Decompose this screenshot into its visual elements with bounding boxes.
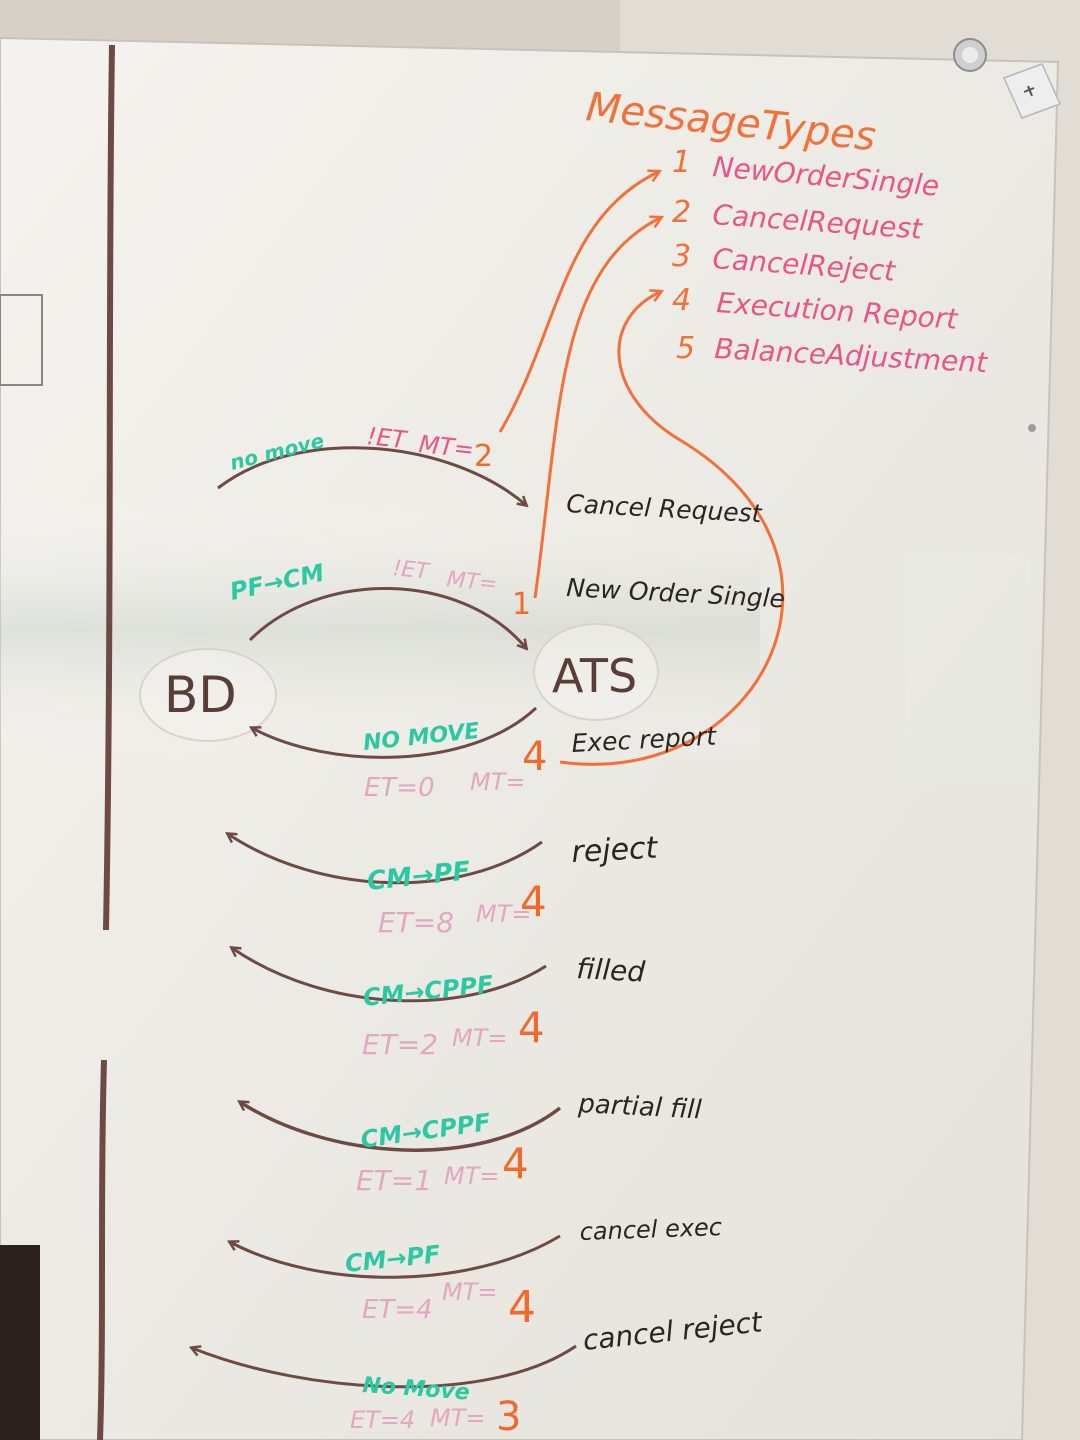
- flow-mt-value: 4: [502, 1139, 529, 1188]
- flow-arrow: [230, 1234, 561, 1279]
- flow-mt-label: MT=: [442, 1278, 497, 1306]
- flow-et: !ET: [391, 556, 431, 585]
- standoff-bolt-icon: [953, 38, 987, 72]
- flow-et: ET=1: [356, 1164, 432, 1197]
- flow-mt-label: MT=: [430, 1404, 485, 1432]
- flow-arrow: [232, 948, 547, 1003]
- margin-line-bottom: [97, 1059, 107, 1440]
- legend-item-1-num: 1: [672, 145, 691, 180]
- window-reflection-right: [905, 555, 1030, 785]
- legend-item-3-num: 3: [672, 239, 691, 274]
- flow-partial-fill: CM→CPPF ET=1 MT= 4 partial fill: [240, 1089, 703, 1197]
- chair-edge: [0, 1245, 40, 1440]
- node-ats-label: ATS: [552, 649, 637, 703]
- flow-description: reject: [571, 830, 660, 870]
- flow-arrow: [192, 1344, 577, 1389]
- flow-et: ET=0: [364, 773, 435, 803]
- flow-mt-value: 2: [474, 439, 493, 474]
- flow-arrow: [228, 834, 543, 885]
- flow-mt-label: MT=: [444, 1162, 499, 1190]
- flow-reject: CM→PF ET=8 MT= 4 reject: [228, 830, 659, 939]
- node-ats: ATS: [533, 623, 659, 721]
- flow-mt-value: 4: [522, 734, 547, 780]
- flow-mt-label: MT=: [452, 1024, 507, 1052]
- pointer-arrow-mt1: [533, 218, 660, 599]
- flow-arrow: [217, 446, 526, 505]
- flow-mt-label: MT=: [476, 900, 531, 928]
- flow-mt-value: 4: [520, 877, 547, 926]
- flow-arrow: [240, 1102, 562, 1152]
- flow-et: ET=2: [362, 1028, 438, 1061]
- flow-description: partial fill: [577, 1089, 703, 1126]
- board-pin: [1028, 424, 1036, 432]
- flow-et: ET=4: [350, 1406, 415, 1434]
- flow-mt-value: 1: [512, 587, 531, 622]
- legend-item-2-num: 2: [672, 195, 691, 230]
- node-bd: BD: [139, 648, 277, 742]
- flow-mt-value: 4: [508, 1282, 536, 1333]
- window-reflection: [0, 495, 760, 765]
- flow-et: ET=8: [378, 906, 454, 939]
- flow-exec-report: NO MOVE ET=0 MT= 4 Exec report: [252, 706, 718, 803]
- flow-description: filled: [576, 952, 647, 989]
- flow-description: cancel exec: [579, 1213, 722, 1246]
- legend-item-4-num: 4: [672, 283, 691, 318]
- brand-logo-icon: [1002, 63, 1062, 119]
- wall-switch-outline: [0, 294, 43, 386]
- legend-item-5-num: 5: [676, 331, 695, 366]
- flow-arrow: [248, 586, 526, 648]
- flow-et: ET=4: [362, 1295, 433, 1325]
- flow-mt-label: MT=: [470, 768, 525, 796]
- margin-line-top: [103, 44, 115, 931]
- flow-mt-value: 3: [496, 1394, 521, 1440]
- flow-mt-label: MT=: [445, 567, 498, 597]
- flow-mt-value: 4: [518, 1003, 545, 1052]
- flow-mt-label: MT=: [417, 430, 475, 464]
- node-bd-label: BD: [164, 666, 237, 724]
- flow-arrow: [252, 706, 538, 759]
- flow-et: !ET: [365, 422, 409, 454]
- pointer-arrow-mt2: [498, 172, 658, 433]
- pointer-arrow-mt4: [559, 292, 785, 766]
